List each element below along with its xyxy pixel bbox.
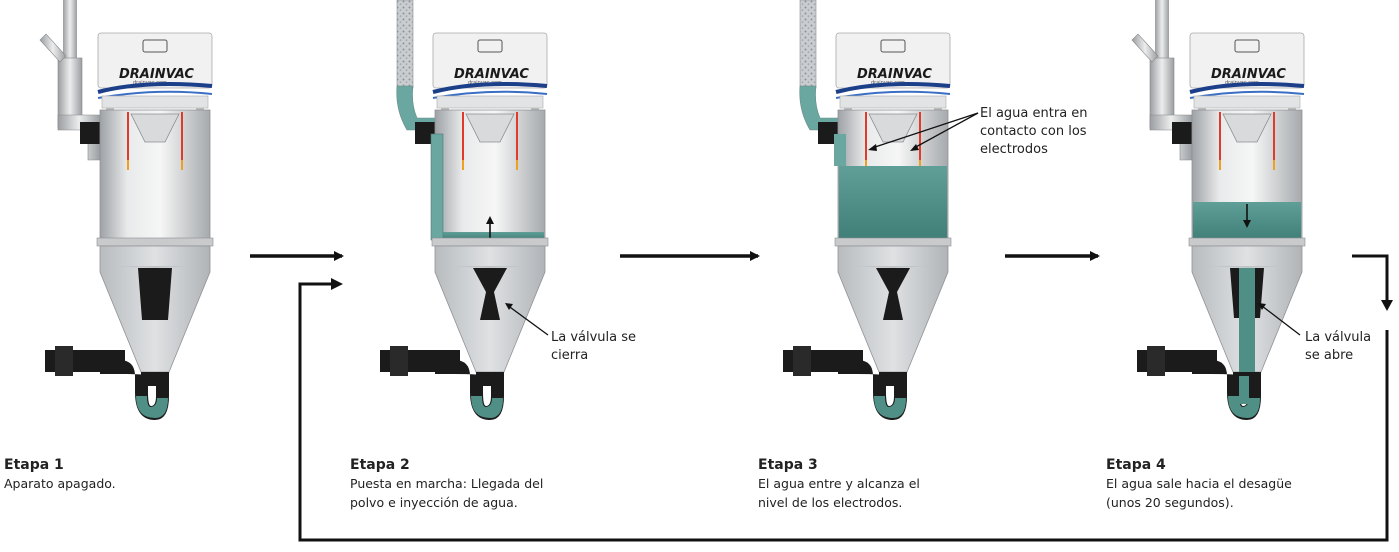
inlet-collar (1172, 122, 1194, 144)
stage-3-title: Etapa 3 (758, 457, 818, 473)
handle-icon (880, 39, 906, 53)
motor-band (839, 95, 947, 109)
stage-3-desc-line1: El agua entre y alcanza el (758, 476, 920, 491)
trap-water (136, 396, 168, 418)
brand-logo: DRAINVAC (454, 67, 529, 82)
return-loop-arrowhead-right (331, 278, 343, 290)
water-inlet-stream (430, 133, 444, 241)
stage-1-desc-line1: Aparato apagado. (4, 476, 116, 491)
filter-cone (465, 113, 515, 143)
valve-open-idle (138, 268, 172, 320)
valve-opens-line2: se abre (1305, 348, 1353, 363)
brand-logo: DRAINVAC (857, 67, 932, 82)
handle-icon (142, 39, 168, 53)
stage-2-desc-line1: Puesta en marcha: Llegada del (350, 476, 543, 491)
cone-shelf (848, 266, 938, 268)
draining-arrow-head (1243, 220, 1251, 228)
motor-band (1193, 95, 1301, 109)
cone-shelf (110, 266, 200, 268)
stage-2-title: Etapa 2 (350, 457, 410, 473)
motor-head (432, 32, 548, 89)
trap-water (874, 396, 906, 418)
brand-logo: DRAINVAC (1211, 67, 1286, 82)
brand-logo: DRAINVAC (119, 67, 194, 82)
valve-closes-line1: La válvula se (551, 330, 636, 345)
valve-closes-line2: cierra (551, 348, 588, 363)
annotation-valve-closes: La válvula se cierra (505, 303, 636, 363)
inlet-collar (80, 122, 102, 144)
blue-swoosh (432, 82, 548, 94)
water-level-high (839, 166, 947, 240)
return-loop-bottom-line (298, 282, 1389, 542)
trap-water (1228, 396, 1260, 418)
drain-coupler (390, 346, 408, 376)
clamp-ring (96, 237, 214, 247)
filter-cone (868, 113, 918, 143)
drain-coupler (55, 346, 73, 376)
stage-3-caption: Etapa 3 El agua entre y alcanza el nivel… (758, 457, 920, 510)
motor-head (1189, 32, 1305, 89)
cone-shelf (1202, 266, 1292, 268)
stage-1-caption: Etapa 1 Aparato apagado. (4, 457, 116, 491)
stage-2-caption: Etapa 2 Puesta en marcha: Llegada del po… (350, 457, 543, 510)
valve-closed (473, 268, 507, 320)
inlet-pipe (1155, 0, 1169, 60)
handle-icon (477, 39, 503, 53)
stage-3-desc-line2: nivel de los electrodos. (758, 495, 902, 510)
drain-coupler (1147, 346, 1165, 376)
cone-shelf (445, 266, 535, 268)
clamp-ring (834, 237, 952, 247)
blue-swoosh (1189, 82, 1305, 94)
inlet-branch (39, 33, 67, 63)
electrodes-line3: electrodos (980, 142, 1048, 157)
filter-cone (130, 113, 180, 143)
stage-1-title: Etapa 1 (4, 457, 64, 473)
drain-coupler (793, 346, 811, 376)
inlet-branch (1131, 33, 1159, 63)
stage-2-desc-line2: polvo e inyección de agua. (350, 495, 518, 510)
annotation-valve-opens: La válvula se abre (1258, 303, 1371, 363)
valve-closed (876, 268, 910, 320)
blue-swoosh (97, 82, 213, 94)
trap-flow (1239, 376, 1249, 404)
motor-band (436, 95, 544, 109)
water-inlet-stream (834, 134, 846, 166)
valve-opens-line1: La válvula (1305, 330, 1371, 345)
filter-cone (1222, 113, 1272, 143)
return-loop-line (1352, 254, 1389, 305)
flow-arrows (250, 251, 1393, 542)
trap-water (471, 396, 503, 418)
electrodes-line1: El agua entra en (980, 106, 1088, 121)
stage-4-desc-line1: El agua sale hacia el desagüe (1106, 476, 1292, 491)
water-drain-stream (1239, 268, 1255, 378)
dust-hose (396, 0, 414, 89)
rising-arrow-head (486, 216, 494, 224)
clamp-ring (431, 237, 549, 247)
dust-hose (799, 0, 817, 89)
stage-captions: Etapa 1 Aparato apagado. Etapa 2 Puesta … (4, 457, 1292, 510)
blue-swoosh (835, 82, 951, 94)
motor-head (835, 32, 951, 89)
handle-icon (1234, 39, 1260, 53)
stage-4-desc-line2: (unos 20 segundos). (1106, 495, 1234, 510)
electrodes-line2: contacto con los (980, 124, 1087, 139)
stage-4-caption: Etapa 4 El agua sale hacia el desagüe (u… (1106, 457, 1292, 510)
stage-4-title: Etapa 4 (1106, 457, 1166, 473)
clamp-ring (1188, 237, 1306, 247)
inlet-pipe (63, 0, 77, 60)
return-loop-arrowhead-down (1381, 300, 1393, 311)
motor-head (97, 32, 213, 89)
motor-band (101, 95, 209, 109)
annotation-electrodes: El agua entra en contacto con los electr… (868, 106, 1088, 157)
